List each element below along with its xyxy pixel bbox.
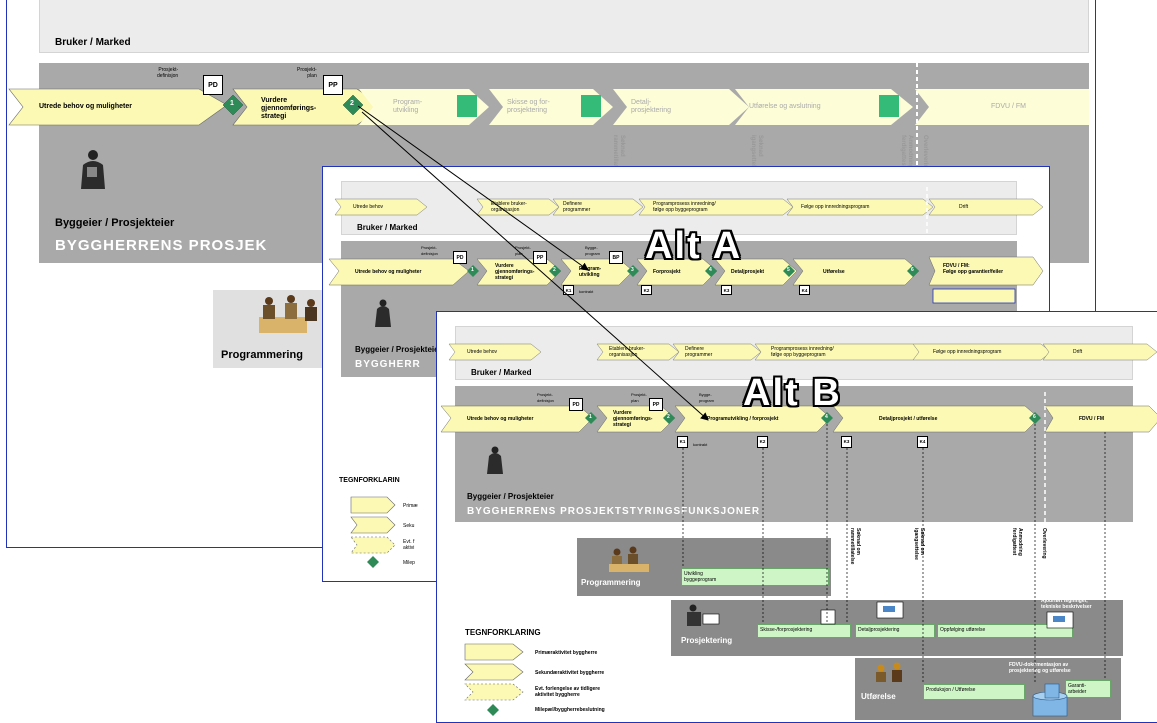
owner-figure	[81, 150, 105, 189]
lane-activity: Utvikling byggeprogram	[681, 568, 829, 586]
vertical-label: Søknad om rammetillatelse	[849, 528, 861, 565]
lane-label: Prosjektering	[681, 636, 733, 645]
milestone-num: 4	[825, 414, 828, 420]
phase-label: FDVU / FM	[1079, 416, 1104, 422]
legend-shapes	[350, 496, 396, 568]
lane-label: Programmering	[581, 578, 641, 587]
legend-item: Milepæl/byggherrebeslutning	[535, 707, 605, 713]
phase-label: Vurdere gjennomførings- strategi	[261, 97, 317, 120]
milestone-num: 4	[709, 267, 712, 273]
owner-figure	[487, 446, 503, 474]
top-arrow-label: Programprosess innredning/ følge opp byg…	[771, 346, 834, 358]
vertical-label: Anmodning ferdigattest	[900, 135, 913, 169]
vertical-label: Søknad igangsettelse	[750, 135, 763, 174]
doc-pp: PP	[323, 75, 343, 95]
owner-watermark: BYGGHERRENS PROSJEK	[55, 237, 268, 254]
legend-title: TEGNFORKLARIN	[339, 477, 400, 484]
top-arrow-label: Drift	[959, 204, 969, 210]
lane-activity: Produksjon / Utførelse	[923, 684, 1025, 700]
vertical-label: Søknad om igangsettelse	[913, 528, 925, 560]
dotted-connectors	[682, 424, 1106, 684]
doc-caption: Prosjekt- plan	[297, 67, 317, 79]
phase-label: Utrede behov og muligheter	[39, 103, 132, 110]
legend-item: Seku	[403, 523, 415, 529]
legend-item: Primæ	[403, 503, 418, 509]
k-box: K4	[917, 436, 928, 448]
legend-item: Evt. forlengelse av tidligere aktivitet …	[535, 686, 601, 698]
owner-watermark: BYGGHERRENS PROSJEKTSTYRINGSFUNKSJONER	[467, 506, 761, 517]
legend-item: Milep	[403, 560, 415, 566]
legend-item: Primæraktivitet byggherre	[535, 650, 598, 656]
legend-item: Sekundæraktivitet byggherre	[535, 670, 605, 676]
alt-b-label: Alt B	[743, 372, 842, 414]
milestone-num: 6	[1033, 414, 1036, 420]
k-box: K4	[799, 285, 810, 295]
vertical-label: Anmodning ferdigattest	[1011, 528, 1023, 556]
top-arrow-label: Følge opp innredningsprogram	[801, 204, 870, 210]
lane-label: Utførelse	[861, 692, 896, 701]
doc-pd: PD	[203, 75, 223, 95]
owner-label: Byggeier / Prosjekteier	[55, 217, 175, 229]
k-note: kontrakt	[693, 442, 708, 447]
top-arrow-label: Drift	[1073, 349, 1083, 355]
phase-label: FDVU / FM: Følge opp garantier/feiler	[943, 263, 1004, 275]
doc-caption: Prosjekt- definisjon	[157, 67, 179, 79]
vertical-label: Overlevering	[1041, 528, 1047, 559]
vertical-label: Overlevering	[922, 135, 928, 172]
sheet-alt-b: Utrede behov Etablere bruker- organisasj…	[436, 311, 1157, 723]
team-figure	[259, 295, 317, 333]
phase-label: Utførelse og avslutning	[749, 103, 821, 110]
bruker-band	[39, 0, 1089, 53]
k-box: K2	[757, 436, 768, 448]
legend-item: Evt. f aktivi	[403, 539, 415, 551]
lane-activity: Skisse-/forprosjektering	[757, 624, 851, 638]
lane-figures	[609, 546, 1074, 717]
lane-activity: Garanti- arbeider	[1065, 680, 1111, 698]
top-arrow-label: Følge opp innredningsprogram	[933, 349, 1002, 355]
phase-label: Detalj- prosjektering	[631, 99, 672, 114]
milestone-num: 2	[350, 100, 354, 107]
phase-label: FDVU / FM	[991, 103, 1026, 110]
lane-note: Ajourført tegninger, tekniske beskrivels…	[1041, 598, 1092, 610]
k-box: K3	[841, 436, 852, 448]
phase-label: Utførelse	[823, 269, 845, 275]
legend-title: TEGNFORKLARING	[465, 628, 541, 637]
phase-label: Detaljprosjekt	[731, 269, 765, 275]
milestone-num: 1	[230, 100, 234, 107]
legend-shapes	[464, 643, 524, 716]
milestone-num: 6	[911, 267, 914, 273]
k-box: K1	[677, 436, 688, 448]
milestone-num: 5	[787, 267, 790, 273]
lane-activity: Detaljprosjektering	[855, 624, 935, 638]
programmering-label: Programmering	[221, 349, 303, 361]
lane-activity: Oppfølging utførelse	[937, 624, 1073, 638]
owner-label: Byggeier / Prosjekteier	[467, 492, 554, 501]
bruker-label: Bruker / Marked	[55, 37, 131, 48]
phase-label: Detaljprosjekt / utførelse	[879, 416, 938, 422]
k-box: K3	[721, 285, 732, 295]
phase-label: Programutvikling / forprosjekt	[707, 416, 779, 422]
